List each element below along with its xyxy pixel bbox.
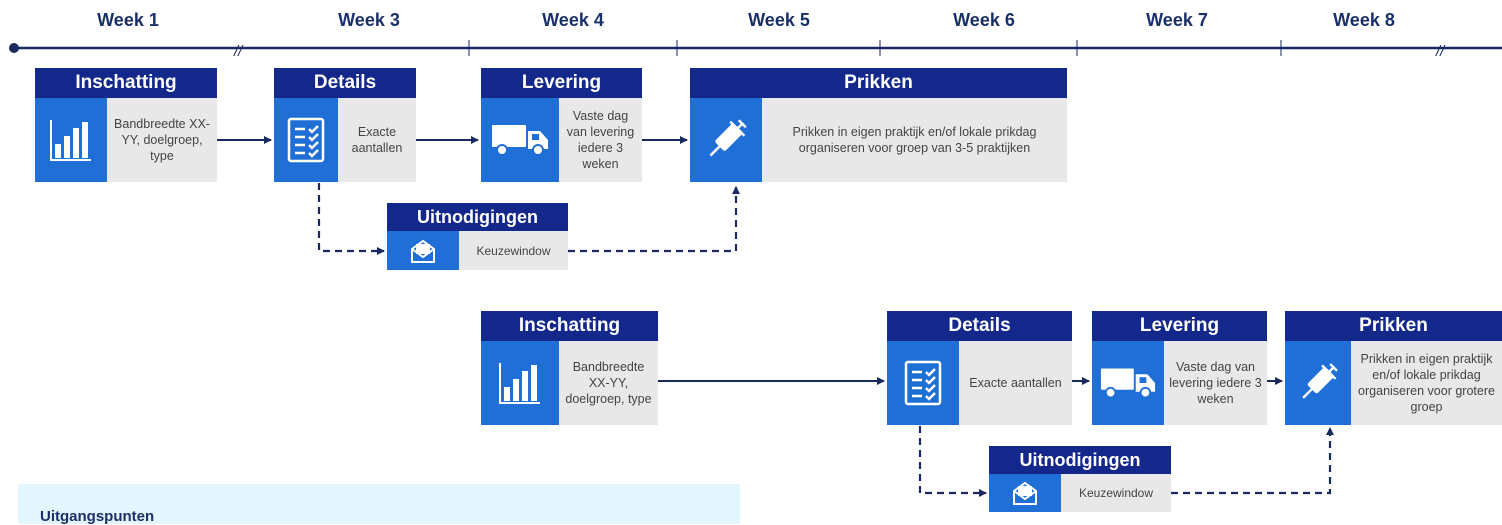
syringe-icon bbox=[690, 98, 762, 182]
week-label: Week 3 bbox=[338, 10, 400, 30]
card-text: Vaste dag van levering iedere 3 weken bbox=[1164, 341, 1267, 425]
card-title: Inschatting bbox=[35, 68, 217, 98]
checklist-icon bbox=[274, 98, 338, 182]
details-card: Details Exacte aantallen bbox=[274, 68, 416, 182]
card-title: Details bbox=[887, 311, 1072, 341]
truck-icon bbox=[1092, 341, 1164, 425]
truck-icon bbox=[481, 98, 559, 182]
levering-card: Levering Vaste dag van levering iedere 3… bbox=[481, 68, 642, 182]
card-title: Levering bbox=[1092, 311, 1267, 341]
card-title: Uitnodigingen bbox=[387, 203, 568, 231]
card-title: Uitnodigingen bbox=[989, 446, 1171, 474]
envelope-icon bbox=[387, 231, 459, 270]
connector-layer: // // bbox=[9, 40, 1502, 497]
uitnodigingen-card: Uitnodigingen Keuzewindow bbox=[387, 203, 568, 270]
card-text: Keuzewindow bbox=[459, 231, 568, 270]
card-title: Inschatting bbox=[481, 311, 658, 341]
card-title: Details bbox=[274, 68, 416, 98]
week-label: Week 7 bbox=[1146, 10, 1208, 30]
card-text: Bandbreedte XX-YY, doelgroep, type bbox=[107, 98, 217, 182]
card-text: Prikken in eigen praktijk en/of lokale p… bbox=[762, 98, 1067, 182]
card-title: Prikken bbox=[690, 68, 1067, 98]
week-label: Week 5 bbox=[748, 10, 810, 30]
envelope-icon bbox=[989, 474, 1061, 512]
note-title: Uitgangspunten bbox=[40, 508, 155, 525]
details-card: Details Exacte aantallen bbox=[887, 311, 1072, 425]
checklist-icon bbox=[887, 341, 959, 425]
svg-text://: // bbox=[233, 43, 244, 60]
week-label: Week 8 bbox=[1333, 10, 1395, 30]
card-text: Bandbreedte XX-YY, doelgroep, type bbox=[559, 341, 658, 425]
card-text: Vaste dag van levering iedere 3 weken bbox=[559, 98, 642, 182]
timeline: // // bbox=[9, 40, 1502, 60]
svg-text://: // bbox=[1435, 43, 1446, 60]
week-label: Week 6 bbox=[953, 10, 1015, 30]
uitnodigingen-card: Uitnodigingen Keuzewindow bbox=[989, 446, 1171, 512]
bar-chart-icon bbox=[481, 341, 559, 425]
card-title: Prikken bbox=[1285, 311, 1502, 341]
bar-chart-icon bbox=[35, 98, 107, 182]
week-label: Week 4 bbox=[542, 10, 604, 30]
inschatting-card: Inschatting Bandbreedte XX-YY, doelgroep… bbox=[35, 68, 217, 182]
week-label: Week 1 bbox=[97, 10, 159, 30]
uitgangspunten-box: Uitgangspunten bbox=[18, 484, 740, 525]
inschatting-card: Inschatting Bandbreedte XX-YY, doelgroep… bbox=[481, 311, 658, 425]
card-text: Exacte aantallen bbox=[959, 341, 1072, 425]
card-title: Levering bbox=[481, 68, 642, 98]
card-text: Prikken in eigen praktijk en/of lokale p… bbox=[1351, 341, 1502, 425]
levering-card: Levering Vaste dag van levering iedere 3… bbox=[1092, 311, 1267, 425]
prikken-card: Prikken Prikken in eigen praktijk en/of … bbox=[690, 68, 1067, 182]
card-text: Keuzewindow bbox=[1061, 474, 1171, 512]
card-text: Exacte aantallen bbox=[338, 98, 416, 182]
syringe-icon bbox=[1285, 341, 1351, 425]
prikken-card: Prikken Prikken in eigen praktijk en/of … bbox=[1285, 311, 1502, 425]
